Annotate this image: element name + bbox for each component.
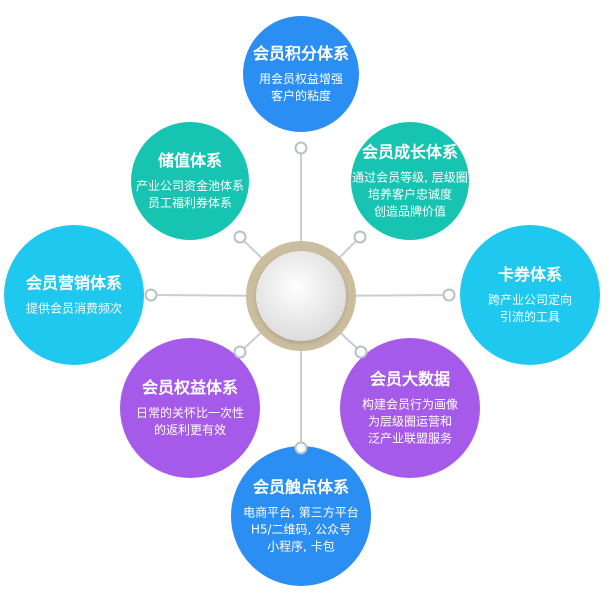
- node-desc-line: 泛产业联盟服务: [368, 431, 452, 446]
- connector-dot-growth: [353, 230, 367, 244]
- node-circle-points: [243, 16, 359, 132]
- connector-dot-stored: [233, 230, 247, 244]
- node-desc-line: 用会员权益增强: [259, 72, 343, 86]
- node-desc-line: 产业公司资金池体系: [136, 178, 244, 193]
- node-desc-line: 为层级圈运营和: [368, 415, 452, 429]
- hub-inner-disc: [256, 251, 346, 341]
- node-circle-stored: [131, 122, 249, 240]
- node-desc-line: H5/二维码, 公众号: [251, 523, 351, 537]
- node-desc-line: 通过会员等级, 层级圈: [352, 171, 468, 185]
- node-title-rights: 会员权益体系: [142, 378, 238, 397]
- node-title-bigdata: 会员大数据: [370, 370, 450, 389]
- connector-dot-coupon: [442, 288, 456, 302]
- node-desc-line: 客户的粘度: [271, 88, 331, 103]
- node-title-touchpoint: 会员触点体系: [253, 478, 349, 497]
- connector-dot-marketing: [144, 288, 158, 302]
- node-desc-line: 跨产业公司定向: [488, 292, 572, 307]
- node-desc-line: 培养客户忠诚度: [368, 187, 452, 202]
- node-desc-line: 小程序, 卡包: [267, 539, 335, 554]
- node-desc-line: 电商平台, 第三方平台: [243, 505, 359, 520]
- node-title-stored: 储值体系: [157, 151, 222, 170]
- center-hub: [246, 241, 356, 351]
- connector-dot-rights: [233, 345, 247, 359]
- node-title-coupon: 卡券体系: [498, 265, 562, 284]
- node-desc-line: 创造品牌价值: [374, 204, 446, 219]
- connector-dot-bigdata: [354, 345, 368, 359]
- node-desc-line: 的返利更有效: [154, 422, 226, 437]
- node-circle-rights: [120, 338, 260, 478]
- node-desc-line: 提供会员消费频次: [26, 301, 122, 316]
- node-desc-line: 员工福利券体系: [148, 195, 232, 210]
- node-desc-line: 引流的工具: [500, 309, 560, 324]
- node-desc-line: 构建会员行为画像: [362, 397, 458, 412]
- node-circle-bigdata: [340, 338, 480, 478]
- node-desc-line: 日常的关怀比一次性: [136, 405, 244, 420]
- node-title-marketing: 会员营销体系: [26, 274, 122, 293]
- node-circle-growth: [351, 122, 469, 240]
- connector-dot-points: [294, 141, 308, 155]
- node-circle-coupon: [460, 225, 600, 365]
- node-circle-touchpoint: [231, 446, 371, 586]
- node-title-growth: 会员成长体系: [362, 143, 458, 162]
- connector-dot-touchpoint: [294, 441, 308, 455]
- node-circle-marketing: [4, 225, 144, 365]
- node-title-points: 会员积分体系: [253, 44, 349, 63]
- node-circles: 会员积分体系用会员权益增强客户的粘度储值体系产业公司资金池体系员工福利券体系会员…: [4, 16, 600, 586]
